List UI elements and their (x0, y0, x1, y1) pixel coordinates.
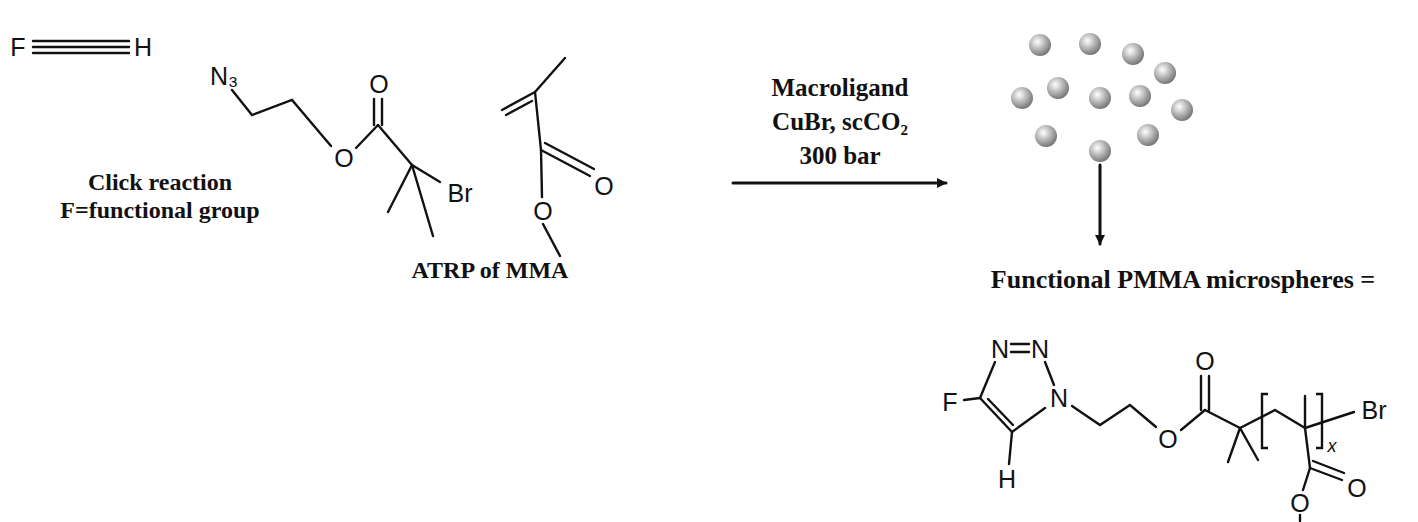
product-heading: Functional PMMA microspheres = (991, 266, 1375, 295)
atom-label: Br (1362, 398, 1387, 423)
atom-label: Br (448, 181, 473, 206)
region-caption: F=functional group (15, 197, 305, 225)
atom-label: O (1347, 476, 1366, 501)
atom-label: N (1050, 386, 1068, 411)
reaction-region: Click reactionF=functional group (15, 5, 305, 230)
atom-label: O (369, 72, 388, 97)
atom-label: N (1031, 337, 1049, 362)
region-caption: Click reaction (15, 169, 305, 197)
atom-label: N (991, 337, 1009, 362)
condition-label: Macroligand (771, 74, 908, 102)
atom-label: O (533, 199, 552, 224)
grey-ellipse (15, 5, 305, 230)
atom-label: H (134, 35, 152, 60)
atom-label: O (1195, 349, 1214, 374)
atom-label: O (1290, 491, 1309, 516)
atom-label: O (594, 174, 613, 199)
atom-label: F (942, 390, 957, 415)
atom-label: F (10, 35, 25, 60)
condition-label: CuBr, scCO₂ (772, 108, 908, 136)
condition-label: 300 bar (799, 142, 880, 170)
atom-label: N₃ (210, 64, 238, 89)
region-caption: ATRP of MMA (320, 257, 660, 285)
atom-label: O (334, 146, 353, 171)
atom-label: H (998, 467, 1016, 492)
subscript-label: x (1328, 437, 1337, 455)
microspheres (1011, 33, 1193, 162)
atom-label: O (1158, 427, 1177, 452)
